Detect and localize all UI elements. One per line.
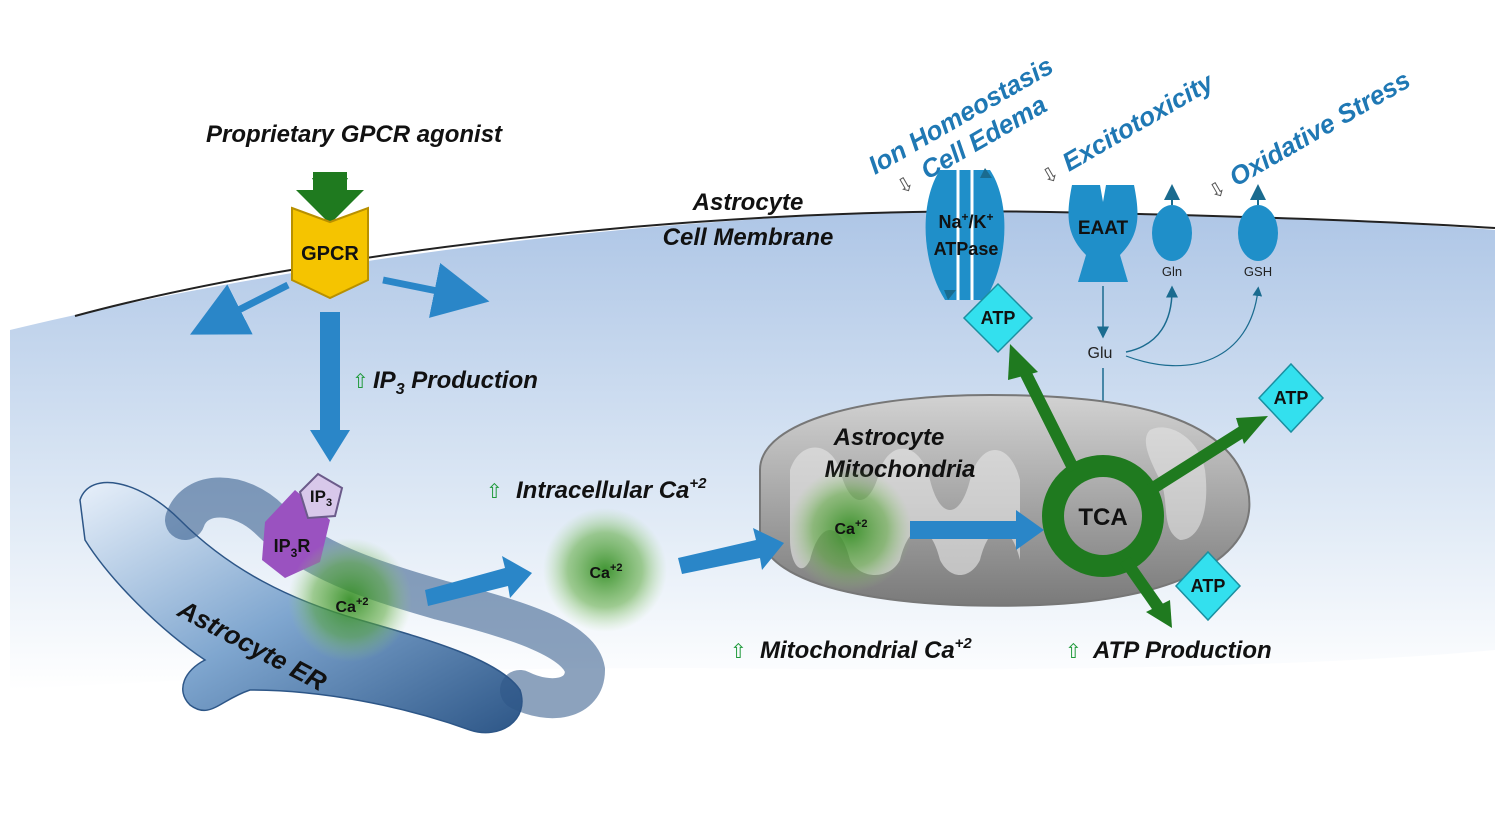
excitotoxicity-label: Excitotoxicity: [1057, 66, 1220, 177]
ca-glow-mito: [788, 468, 912, 592]
ip3-ligand: [298, 472, 344, 520]
atp-production-up-arrow: ⇧: [1065, 641, 1082, 663]
mito-label-line1: Astrocyte: [833, 424, 945, 451]
atp-label-right: ATP: [1274, 388, 1309, 408]
ip3-ligand-label: IP3: [310, 487, 332, 509]
down-arrow-oxidative: ⇩: [1205, 177, 1231, 204]
mito-ca-to-tca-arrow: [910, 510, 1044, 550]
gpcr-left-arrow: [190, 281, 290, 335]
tca-to-atpase-atp-arrow: [1008, 344, 1080, 473]
excitotoxicity-group: ⇩ Excitotoxicity: [1038, 66, 1220, 189]
eaat-label: EAAT: [1078, 218, 1129, 239]
eaat-transporter: [1068, 185, 1138, 282]
tca-label: TCA: [1078, 504, 1127, 531]
atp-diamond-atpase: [962, 282, 1034, 354]
oxidative-stress-label: Oxidative Stress: [1224, 64, 1415, 192]
tca-to-lower-atp-arrow: [1120, 556, 1172, 628]
atp-label-lower: ATP: [1191, 576, 1226, 596]
gpcr-down-arrow: [310, 312, 350, 462]
intracellular-ca-label: Intracellular Ca+2: [516, 475, 707, 504]
down-arrow-edema: ⇩: [893, 172, 919, 199]
atp-diamond-lower: [1174, 550, 1242, 622]
membrane-label-line2: Cell Membrane: [663, 224, 834, 251]
ca-glow-er: [288, 538, 412, 662]
atp-production-label: ATP Production: [1092, 637, 1272, 664]
ip3-production-arrow: ⇧: [352, 371, 369, 393]
glu-label: Glu: [1088, 345, 1113, 362]
mitochondrial-ca-label: Mitochondrial Ca+2: [760, 635, 972, 664]
atpase-label-line1: Na+/K+: [938, 210, 993, 232]
atpase-label-line2: ATPase: [934, 239, 999, 259]
oxidative-stress-group: ⇩ Oxidative Stress: [1205, 64, 1415, 204]
gln-transporter: [1152, 205, 1192, 261]
gsh-label: GSH: [1244, 264, 1272, 279]
atp-label-atpase: ATP: [981, 308, 1016, 328]
gpcr-label: GPCR: [301, 243, 359, 265]
ip3-production-label: IP3 Production: [373, 367, 538, 398]
tca-to-right-atp-arrow: [1146, 416, 1268, 496]
ca-label-er: Ca+2: [336, 596, 369, 616]
na-k-atpase-channel: [925, 168, 1005, 300]
mito-ca-up-arrow: ⇧: [730, 641, 747, 663]
gpcr-right-arrow: [382, 262, 490, 318]
tca-ring: [1042, 455, 1164, 577]
down-arrow-excito: ⇩: [1038, 162, 1064, 189]
er-to-cytosol-arrow: [425, 556, 532, 606]
membrane-label-line1: Astrocyte: [692, 189, 804, 216]
glu-to-gsh-arrow: [1125, 286, 1263, 367]
atp-diamond-right: [1257, 362, 1325, 434]
glu-to-gln-arrow: [1125, 285, 1178, 353]
gsh-transporter: [1238, 205, 1278, 261]
cytosol-to-mito-arrow: [678, 528, 784, 574]
gpcr-receptor: [291, 178, 369, 300]
ca-label-cytosol: Ca+2: [590, 562, 623, 582]
agonist-label: Proprietary GPCR agonist: [206, 121, 503, 148]
ca-glow-cytosol: [543, 508, 667, 632]
intracellular-ca-arrow: ⇧: [486, 481, 503, 503]
ca-label-mito: Ca+2: [835, 518, 868, 538]
gln-label: Gln: [1162, 264, 1182, 279]
ip3r-label: IP3R: [274, 536, 311, 560]
